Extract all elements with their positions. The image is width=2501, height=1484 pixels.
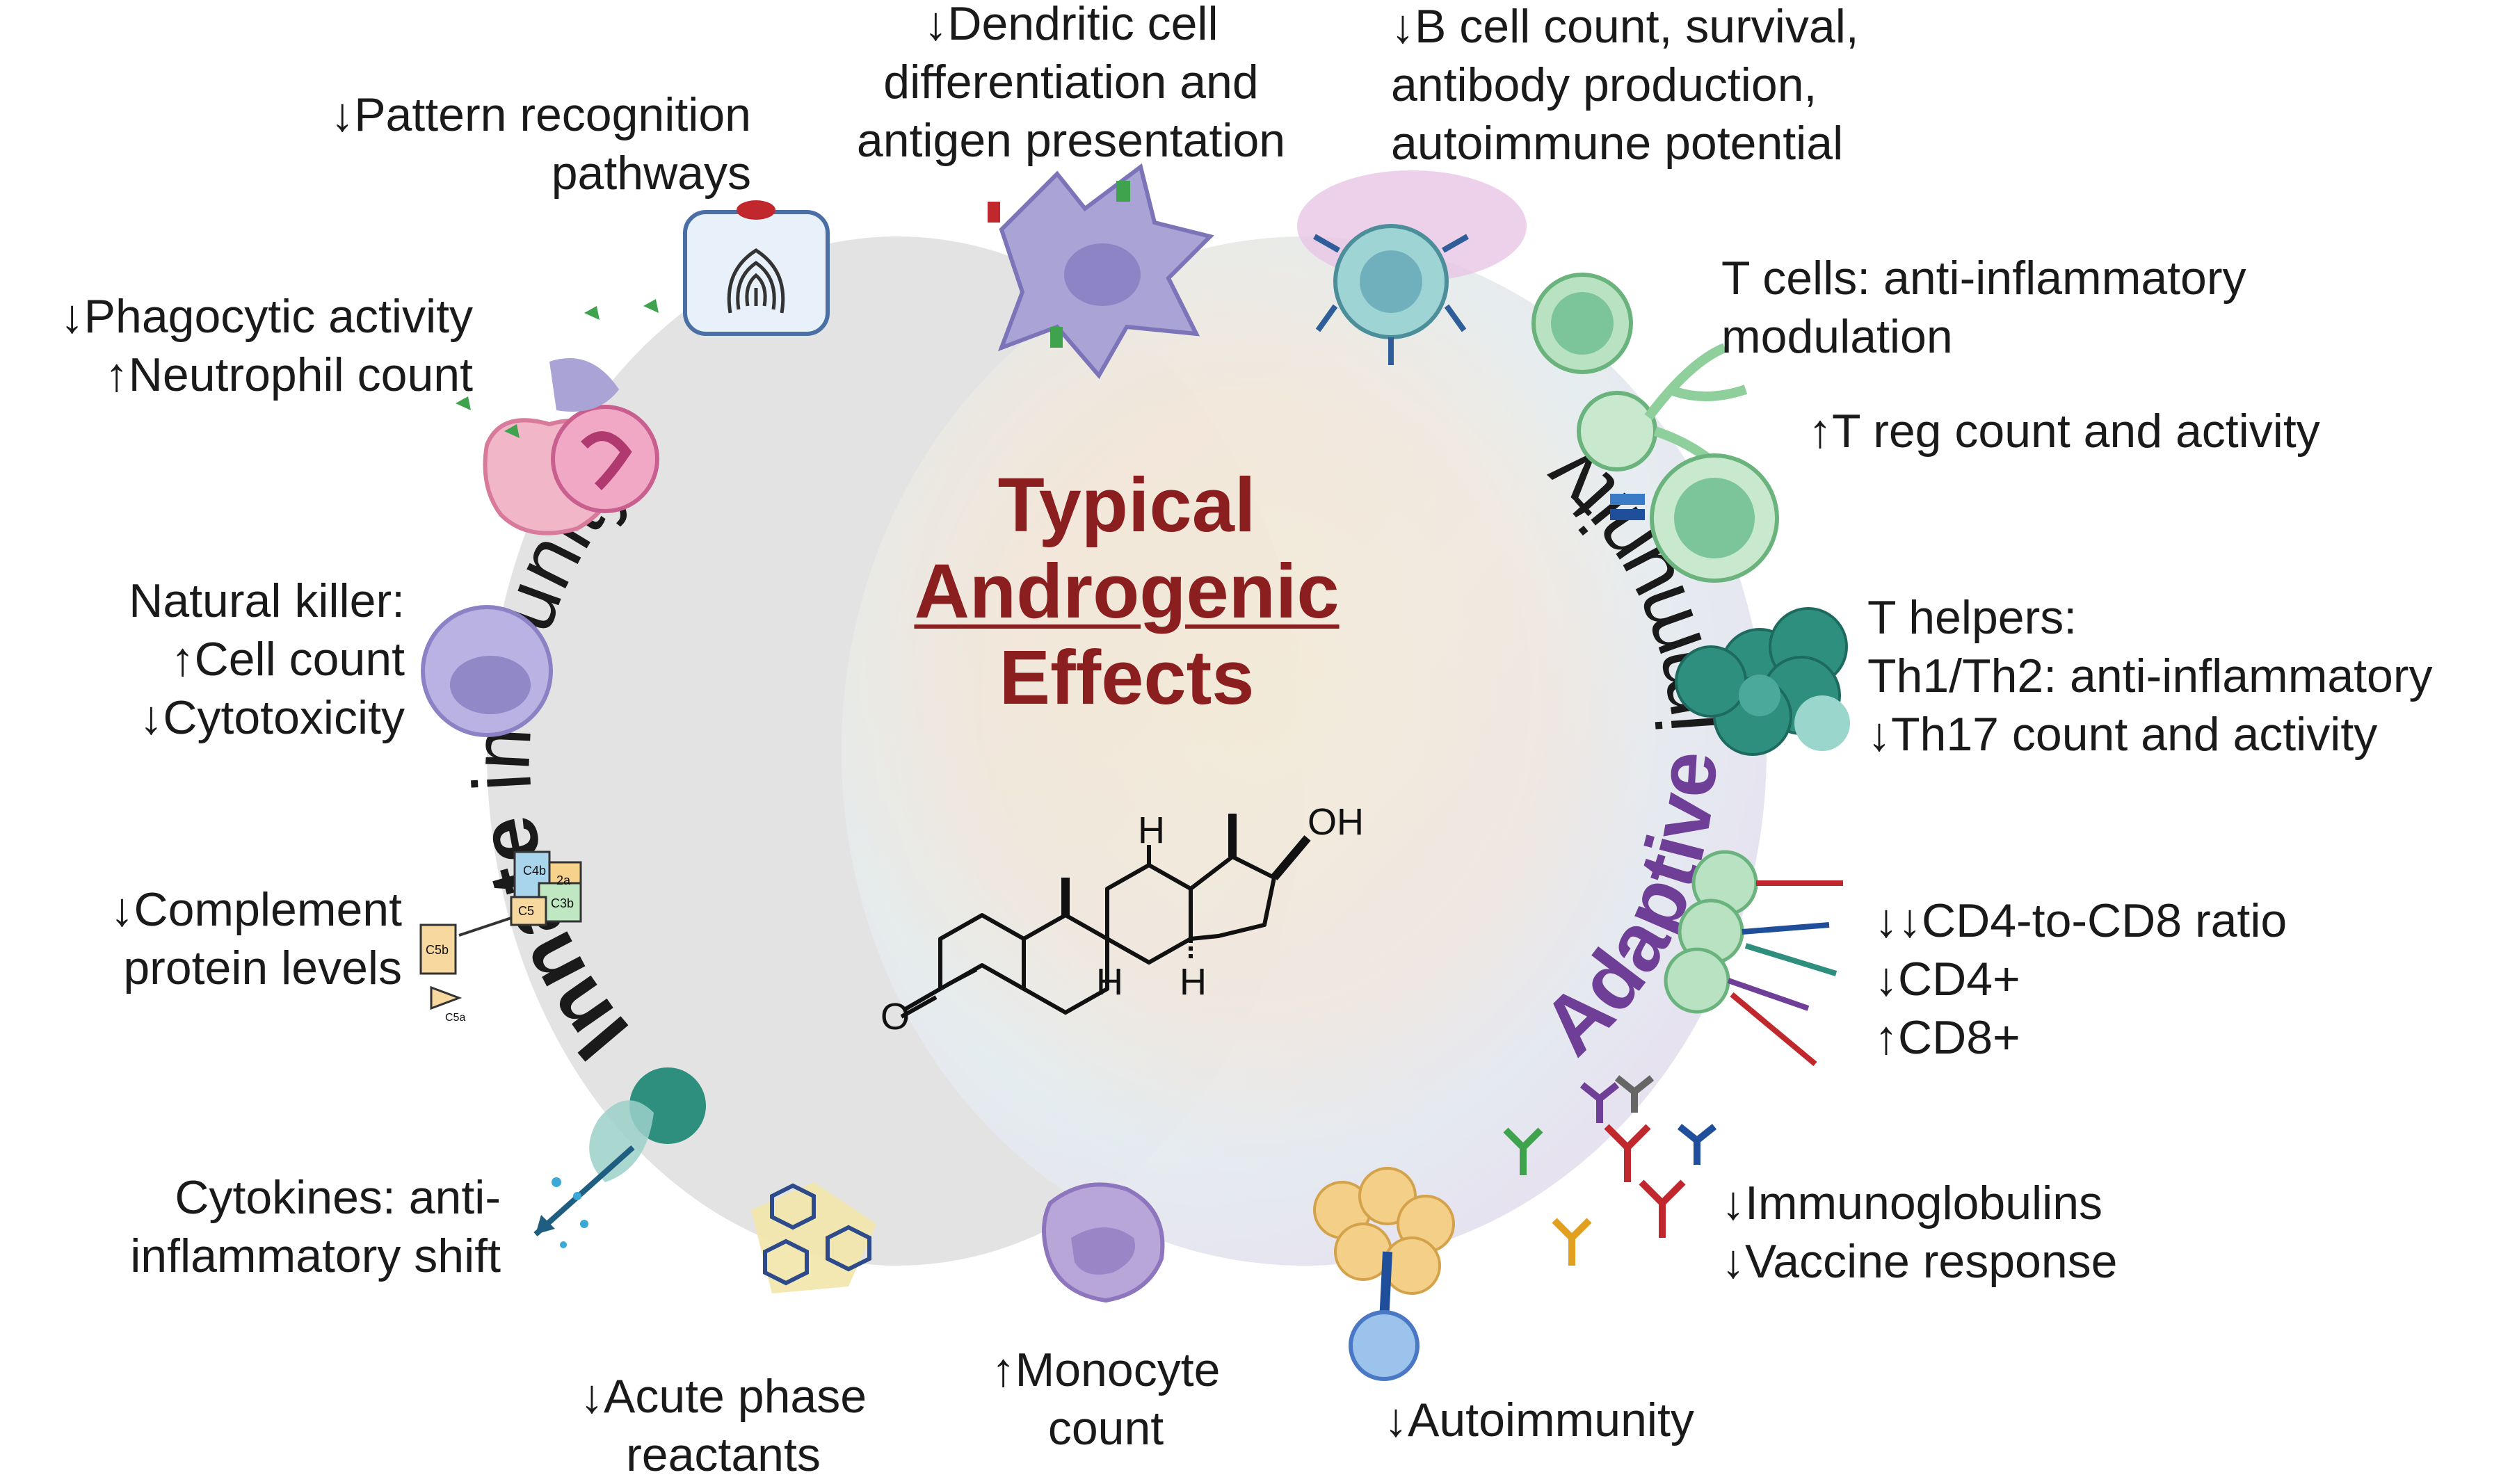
c5b-label: C5b [426,943,449,957]
title-line-3: Effects [999,635,1255,720]
enone-double-bond [946,967,978,987]
h-label-3: H [1180,961,1207,1003]
cd4-cd8-label: ↓↓CD4-to-CD8 ratio ↓CD4+ ↑CD8+ [1874,894,2287,1064]
immunoglobulins-label: ↓Immunoglobulins ↓Vaccine response [1721,1177,2118,1288]
t-helpers-label: T helpers: Th1/Th2: anti-inflammatory ↓T… [1867,591,2433,761]
acute-phase-label: ↓Acute phase reactants [579,1370,867,1481]
h-label-2: H [1096,961,1123,1003]
t-cells-label: T cells: anti-inflammatory modulation [1721,252,2246,363]
b-cell-icon [1297,170,1527,365]
t-reg-label: ↑T reg count and activity [1808,405,2320,458]
pattern-recognition-label: ↓Pattern recognition pathways [330,88,751,200]
dendritic-cell-label: ↓Dendritic cell differentiation and anti… [856,0,1286,167]
c3b-label: C3b [551,896,574,910]
title-line-2: Androgenic [914,549,1340,634]
dendritic-cell-icon [988,163,1214,380]
complement-icon [419,850,582,1010]
natural-killer-label: Natural killer: ↑Cell count ↓Cytotoxicit… [129,574,405,744]
autoimmunity-icon [1313,1167,1455,1381]
phagocytic-activity-label: ↓Phagocytic activity ↑Neutrophil count [60,290,473,401]
b-cell-label: ↓B cell count, survival, antibody produc… [1391,0,1859,170]
c5a-label: C5a [445,1012,465,1024]
complement-label: ↓Complement protein levels [110,883,403,994]
autoimmunity-label: ↓Autoimmunity [1384,1394,1694,1446]
cytokines-label: Cytokines: anti- inflammatory shift [130,1171,501,1282]
cd4-cd8-icon [1664,850,1843,1067]
acute-phase-reactants-icon [751,1182,876,1293]
monocyte-label: ↑Monocyte count [991,1344,1221,1455]
t-helpers-icon [1675,607,1850,756]
o-label: O [880,996,910,1038]
c4b-label: C4b [523,864,546,878]
cytokine-release-icon [533,1067,706,1248]
neutrophil-icon [456,299,659,535]
oh-label: OH [1308,801,1364,843]
testosterone-molecule [900,814,1311,1019]
adaptive-circle-tint [842,236,1767,1266]
title-line-1: Typical [997,462,1256,548]
t-cells-icon [1531,273,1779,583]
natural-killer-cell-icon [421,605,553,737]
immunoglobulins-icon [1503,1075,1717,1266]
fingerprint-icon [683,200,830,336]
h-label-1: H [1138,809,1165,851]
c2a-label: 2a [556,873,571,887]
c5-label: C5 [518,904,534,918]
diagram-title: Typical Androgenic Effects [807,462,1447,721]
monocyte-icon [1042,1182,1165,1303]
